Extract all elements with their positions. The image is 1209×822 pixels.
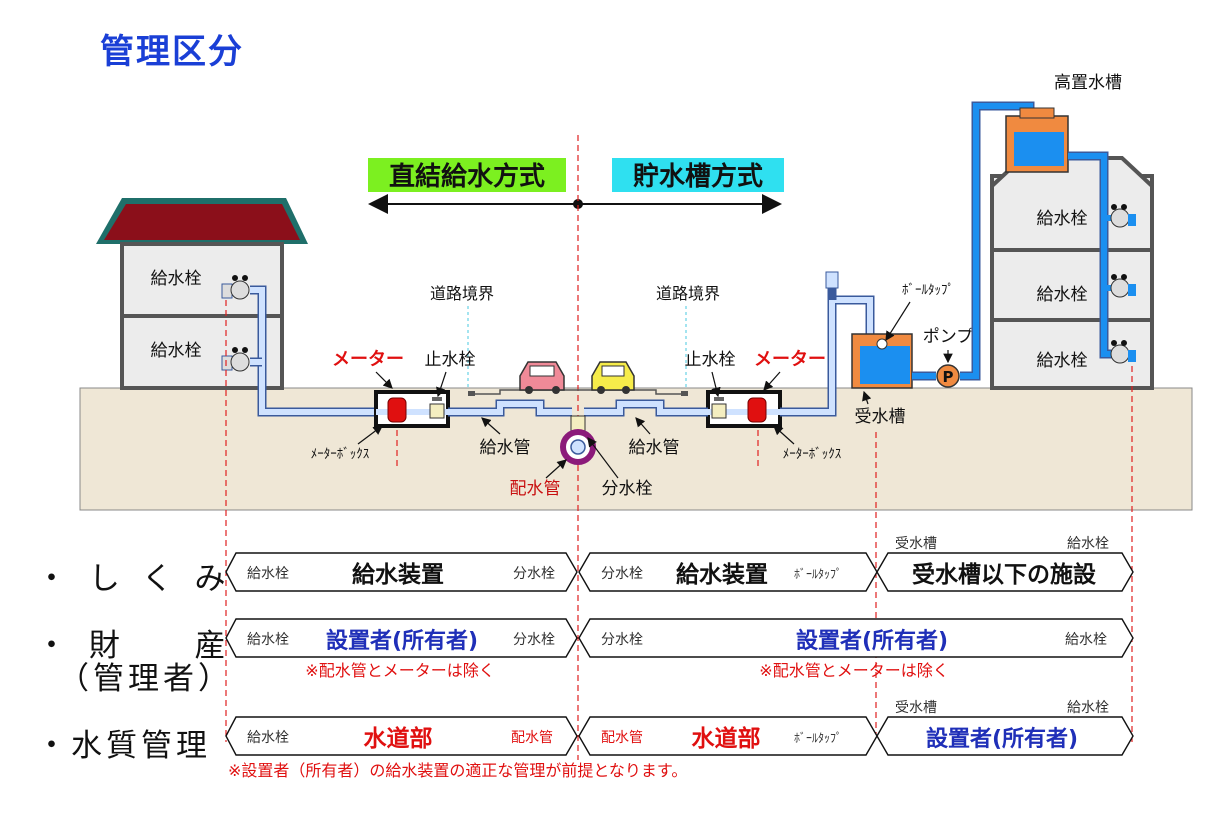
svg-text:P: P (943, 368, 954, 386)
water-meter-icon (387, 397, 407, 423)
faucet-icon (221, 347, 250, 372)
quality-footnote: ※設置者（所有者）の給水装置の適正な管理が前提となります。 (228, 761, 687, 780)
property-segment-2 (578, 618, 1134, 658)
ball-tap-icon (876, 338, 888, 350)
svg-text:給水栓: 給水栓 (247, 566, 289, 582)
svg-text:ﾎﾞｰﾙﾀｯﾌﾟ: ﾎﾞｰﾙﾀｯﾌﾟ (794, 567, 842, 581)
quality-segment-1 (225, 716, 578, 756)
faucet-icon (1110, 204, 1136, 228)
svg-text:配水管: 配水管 (511, 730, 553, 746)
direct-system-banner (368, 158, 566, 192)
building-hydrant-3-label: 給水栓 (1037, 351, 1088, 371)
svg-text:給水栓: 給水栓 (247, 730, 289, 746)
building-hydrant-1-label: 給水栓 (1037, 209, 1088, 229)
row-label-mechanism: ・ し く み (36, 561, 232, 597)
supply-pipe-left (448, 401, 572, 415)
mechanism-segment-2-main: 給水装置 (676, 561, 768, 588)
svg-text:分水栓: 分水栓 (513, 632, 555, 648)
ball-tap-label: ﾎﾞｰﾙﾀｯﾌﾟ (902, 283, 954, 298)
svg-text:受水槽: 受水槽 (895, 536, 937, 552)
page-title: 管理区分 (100, 32, 244, 72)
property-segment-1 (225, 618, 578, 658)
faucet-icon (1110, 340, 1136, 364)
property-segment-2-main: 設置者(所有者) (796, 628, 948, 654)
house-supply-pipe (250, 287, 380, 415)
air-vent-pipe (825, 271, 839, 289)
stop-valve-left-label: 止水栓 (425, 350, 476, 370)
car-icon (519, 361, 565, 394)
property-note-right: ※配水管とメーターは除く (759, 661, 948, 680)
meter-left-label: メーター (332, 349, 404, 370)
mechanism-segment-3 (876, 552, 1134, 592)
meter-right-label: メーター (754, 349, 826, 370)
road-surface (470, 389, 686, 395)
svg-text:分水栓: 分水栓 (513, 566, 555, 582)
car-icon (591, 361, 635, 394)
row-label-property: ・ 財 産 (36, 628, 232, 664)
quality-segment-3 (876, 716, 1134, 756)
water-meter-icon (747, 397, 767, 423)
faucet-icon (1110, 274, 1136, 298)
supply-pipe-right-label: 給水管 (629, 438, 680, 458)
direct-system-label: 直結給水方式 (389, 161, 545, 192)
svg-text:給水栓: 給水栓 (247, 632, 289, 648)
row-label-quality: ・水質管理 (36, 728, 211, 764)
stop-valve-icon (429, 397, 445, 419)
tank-system-label: 貯水槽方式 (633, 161, 763, 192)
branch-valve-label: 分水栓 (602, 479, 653, 499)
elevated-tank-label: 高置水槽 (1054, 73, 1122, 93)
svg-text:分水栓: 分水栓 (601, 566, 643, 582)
svg-text:配水管: 配水管 (601, 730, 643, 746)
house-hydrant-lower-label: 給水栓 (151, 341, 202, 361)
meter-box-left-label: ﾒｰﾀｰﾎﾞｯｸｽ (311, 447, 370, 462)
svg-text:受水槽: 受水槽 (895, 700, 937, 716)
system-divider-dot (573, 199, 583, 209)
tank-system-banner (612, 158, 784, 192)
meter-box-right-label: ﾒｰﾀｰﾎﾞｯｸｽ (783, 447, 842, 462)
property-segment-1-main: 設置者(所有者) (326, 628, 478, 654)
svg-text:ﾎﾞｰﾙﾀｯﾌﾟ: ﾎﾞｰﾙﾀｯﾌﾟ (794, 731, 842, 745)
svg-text:給水栓: 給水栓 (1065, 632, 1107, 648)
svg-text:分水栓: 分水栓 (601, 632, 643, 648)
stop-valve-right-label: 止水栓 (685, 350, 736, 370)
faucet-icon (221, 275, 250, 300)
supply-pipe-left-label: 給水管 (480, 438, 531, 458)
svg-text:給水栓: 給水栓 (1067, 700, 1109, 716)
receiving-tank-label: 受水槽 (855, 407, 906, 427)
pump-label: ポンプ (923, 327, 974, 347)
elevated-tank-water (1014, 132, 1064, 166)
house-hydrant-upper-label: 給水栓 (151, 269, 202, 289)
quality-segment-3-main: 設置者(所有者) (926, 726, 1078, 752)
receiving-tank-water (860, 346, 910, 384)
quality-segment-1-main: 水道部 (364, 725, 433, 752)
property-note-left: ※配水管とメーターは除く (305, 661, 494, 680)
mechanism-segment-1-main: 給水装置 (352, 561, 444, 588)
house-roof (104, 204, 300, 240)
supply-pipe-right (584, 401, 708, 415)
mechanism-segment-1 (225, 552, 578, 592)
distribution-pipe-label: 配水管 (510, 479, 561, 499)
building-hydrant-2-label: 給水栓 (1037, 285, 1088, 305)
stop-valve-icon (711, 397, 727, 419)
road-boundary-left-label: 道路境界 (430, 284, 494, 303)
pump-icon (936, 364, 960, 388)
quality-segment-2-main: 水道部 (692, 725, 761, 752)
road-boundary-right-label: 道路境界 (656, 284, 720, 303)
mechanism-segment-3-main: 受水槽以下の施設 (912, 561, 1097, 588)
downfeed-pipe (1068, 153, 1114, 357)
row-label-property-sub: （管理者） (58, 661, 233, 697)
svg-text:給水栓: 給水栓 (1067, 536, 1109, 552)
